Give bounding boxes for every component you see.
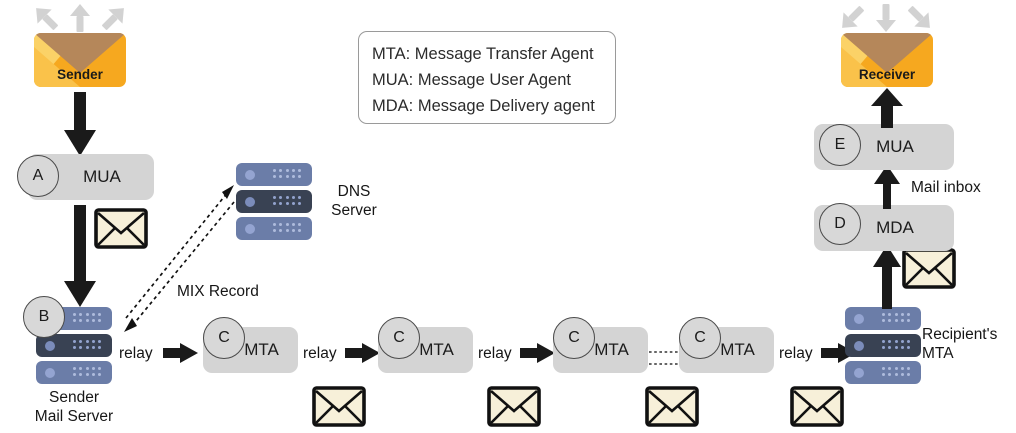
relay-label-1: relay	[119, 345, 153, 362]
mail-icon-6	[902, 248, 956, 289]
stage-receiver-mda-label: MDA	[876, 218, 914, 237]
mail-icon-3	[487, 386, 541, 427]
dns-query-arrows	[110, 180, 245, 332]
stage-mta-2-label: MTA	[419, 340, 454, 359]
mail-inbox-label: Mail inbox	[911, 179, 981, 196]
receiver-incoming-arrows	[838, 3, 934, 33]
relay-label-3: relay	[478, 345, 512, 362]
badge-d: D	[819, 203, 861, 245]
badge-c-1: C	[203, 317, 245, 359]
legend-line-mta: MTA: Message Transfer Agent	[372, 45, 594, 63]
stage-mta-3-label: MTA	[594, 340, 629, 359]
arrow-sender-to-mua	[63, 92, 97, 158]
server-recipient-mta[interactable]	[845, 307, 921, 385]
stage-mta-4-label: MTA	[720, 340, 755, 359]
mail-icon-5	[790, 386, 844, 427]
arrow-mda-to-mua	[872, 165, 902, 209]
badge-c-4: C	[679, 317, 721, 359]
relay-label-2: relay	[303, 345, 337, 362]
mix-record-label: MIX Record	[177, 283, 259, 300]
badge-c-2: C	[378, 317, 420, 359]
mail-icon-4	[645, 386, 699, 427]
arrow-relay-2	[345, 342, 381, 364]
arrow-mua-to-mailserver	[63, 205, 97, 309]
recipient-mta-caption: Recipient's MTA	[922, 326, 998, 362]
mail-icon-1	[94, 208, 148, 249]
relay-label-4: relay	[779, 345, 813, 362]
receiver-label: Receiver	[858, 67, 916, 82]
mta-chain-continuation-dots	[649, 348, 679, 370]
badge-e: E	[819, 124, 861, 166]
receiver-envelope-avatar: Receiver	[841, 33, 933, 87]
arrow-mua-to-receiver	[869, 88, 905, 128]
arrow-relay-3	[520, 342, 556, 364]
arrow-recipientmta-to-mda	[872, 245, 902, 309]
stage-sender-mua-label: MUA	[83, 167, 121, 186]
badge-c-3: C	[553, 317, 595, 359]
legend-line-mua: MUA: Message User Agent	[372, 71, 571, 89]
stage-mta-1-label: MTA	[244, 340, 279, 359]
sender-label: Sender	[57, 67, 103, 82]
sender-envelope-avatar: Sender	[34, 33, 126, 87]
mail-icon-2	[312, 386, 366, 427]
sender-mail-server-caption: Sender Mail Server	[34, 389, 114, 425]
sender-outgoing-arrows	[32, 3, 128, 33]
dns-server-caption: DNS Server	[331, 183, 377, 219]
legend-line-mda: MDA: Message Delivery agent	[372, 97, 595, 115]
stage-receiver-mua-label: MUA	[876, 137, 914, 156]
server-dns[interactable]	[236, 163, 312, 241]
badge-b: B	[23, 296, 65, 338]
legend-box: MTA: Message Transfer Agent MUA: Message…	[358, 31, 616, 124]
badge-a: A	[17, 155, 59, 197]
arrow-relay-1	[163, 342, 199, 364]
